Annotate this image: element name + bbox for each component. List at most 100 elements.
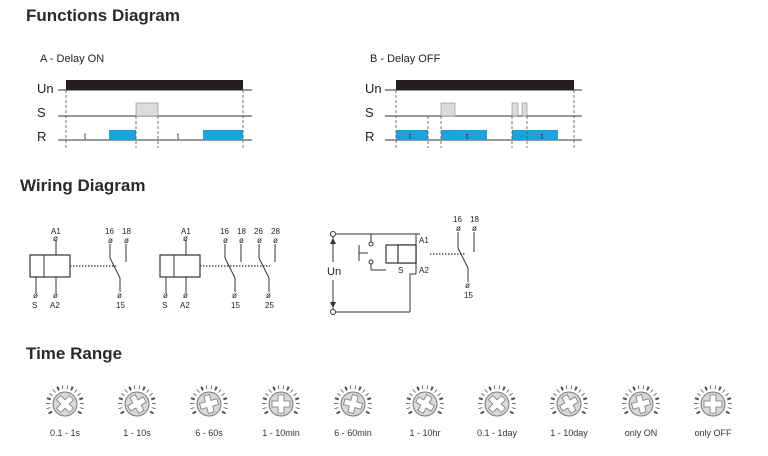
dial-tick xyxy=(509,393,513,396)
s-trigger-pulse-a xyxy=(135,102,159,117)
dial-tick xyxy=(222,397,228,401)
delay-on-title: A - Delay ON xyxy=(40,53,104,65)
dial-tick xyxy=(498,385,501,390)
dial-tick xyxy=(66,385,69,390)
switch-contact-icon xyxy=(457,247,469,269)
wiring-diagram-single-contact: A1 ø ø ø S A2 16 18 ø ø ø 15 xyxy=(29,227,131,310)
dial-tick xyxy=(128,386,132,391)
terminal-18: 18 xyxy=(122,227,131,236)
dial-tick xyxy=(488,386,492,391)
dial-tick xyxy=(556,389,560,393)
dial-slot xyxy=(55,394,75,414)
dial-tick xyxy=(151,407,156,409)
terminal-18: 18 xyxy=(237,227,246,236)
supply-terminal xyxy=(330,309,336,315)
dial-tick xyxy=(582,397,588,401)
rotary-dial-icon: 1 - 10min xyxy=(261,385,301,438)
dial-range-label: only ON xyxy=(625,428,658,438)
terminal-15: 15 xyxy=(464,291,473,300)
dial-tick xyxy=(200,386,204,391)
dial-tick xyxy=(365,410,370,415)
dial-tick xyxy=(478,397,484,401)
dial-tick xyxy=(704,386,708,391)
dial-tick xyxy=(406,397,412,401)
dial-tick xyxy=(694,397,700,401)
dial-range-label: 1 - 10hr xyxy=(409,428,440,438)
dial-slot xyxy=(415,394,435,414)
dial-tick xyxy=(118,407,123,409)
dial-tick xyxy=(77,393,81,396)
dial-tick xyxy=(560,386,564,391)
dial-tick xyxy=(697,393,701,396)
dial-slot xyxy=(343,394,363,414)
s-trigger-pulse-b1 xyxy=(440,102,456,117)
dial-tick xyxy=(416,386,420,391)
dial-tick xyxy=(409,393,413,396)
dial-tick xyxy=(484,389,488,393)
terminal-screw-icon: ø xyxy=(183,234,188,243)
terminal-screw-icon: ø xyxy=(456,224,461,233)
dial-tick xyxy=(262,407,267,409)
dial-tick xyxy=(655,407,660,409)
terminal-screw-icon: ø xyxy=(163,291,168,300)
rotary-dial-icon: 6 - 60s xyxy=(189,385,229,438)
dial-tick xyxy=(437,410,442,415)
dial-tick xyxy=(149,410,154,415)
functions-diagram-heading: Functions Diagram xyxy=(26,6,180,25)
dial-tick xyxy=(272,386,276,391)
dial-tick xyxy=(79,407,84,409)
terminal-a1: A1 xyxy=(419,236,429,245)
dial-tick xyxy=(709,385,712,390)
terminal-a1: A1 xyxy=(181,227,191,236)
dial-tick xyxy=(725,410,730,415)
t-label: t xyxy=(466,132,469,141)
dial-tick xyxy=(290,389,294,393)
terminal-s: S xyxy=(162,301,167,310)
s-trigger-pulse-b2 xyxy=(511,102,519,117)
dial-tick xyxy=(46,407,51,409)
dial-tick xyxy=(650,389,654,393)
arrow-up-icon xyxy=(330,238,336,244)
rotary-dial-icon: 6 - 60min xyxy=(333,385,373,438)
dial-tick xyxy=(622,397,628,401)
dial-range-label: 1 - 10min xyxy=(262,428,300,438)
relay-coil-icon xyxy=(29,254,71,278)
switch-terminal xyxy=(368,259,374,265)
signal-label-un-a: Un xyxy=(37,81,54,96)
dial-tick xyxy=(628,389,632,393)
dial-tick xyxy=(502,386,506,391)
dial-tick xyxy=(646,386,650,391)
dial-tick xyxy=(334,407,339,409)
dial-range-label: 6 - 60s xyxy=(195,428,223,438)
rotary-dial-icon: 1 - 10hr xyxy=(405,385,445,438)
terminal-28: 28 xyxy=(271,227,280,236)
dial-tick xyxy=(121,393,125,396)
dial-tick xyxy=(511,407,516,409)
un-supply-bar-b xyxy=(396,80,574,90)
dial-tick xyxy=(218,389,222,393)
dial-tick xyxy=(421,385,424,390)
signal-label-s-a: S xyxy=(37,105,46,120)
terminal-s: S xyxy=(398,266,403,275)
dial-range-label: 0.1 - 1s xyxy=(50,428,81,438)
un-supply-bar-a xyxy=(66,80,243,90)
dial-tick xyxy=(196,389,200,393)
terminal-screw-icon: ø xyxy=(53,234,58,243)
dial-tick xyxy=(637,385,640,390)
wiring-diagram-double-contact: A1 ø ø ø S A2 16 18 ø ø ø 15 26 28 ø ø ø… xyxy=(159,227,280,310)
dial-tick xyxy=(622,407,627,409)
dial-tick xyxy=(365,393,369,396)
dial-tick xyxy=(221,410,226,415)
terminal-18: 18 xyxy=(470,215,479,224)
dial-tick xyxy=(286,386,290,391)
r-output-pulse-a2 xyxy=(203,130,243,140)
terminal-screw-icon: ø xyxy=(266,291,271,300)
dial-tick xyxy=(336,410,341,415)
dial-range-label: 0.1 - 1day xyxy=(477,428,518,438)
dial-tick xyxy=(578,389,582,393)
signal-label-s-b: S xyxy=(365,105,374,120)
dial-tick xyxy=(192,410,197,415)
dial-tick xyxy=(437,393,441,396)
